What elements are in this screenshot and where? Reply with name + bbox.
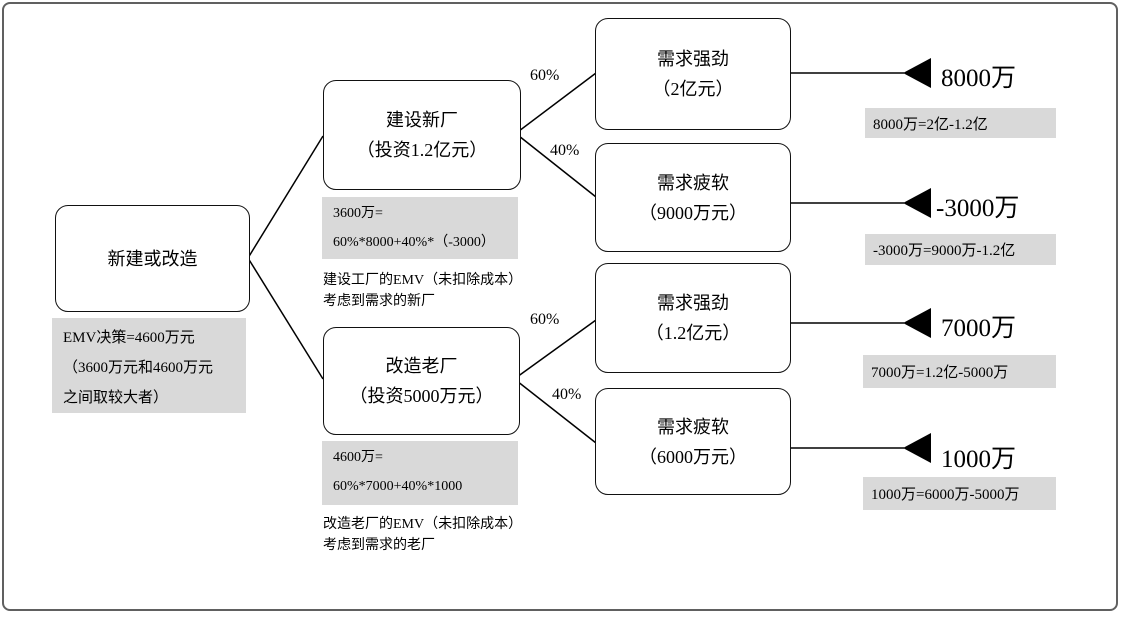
payoff-value: 1000万: [941, 446, 1017, 473]
build-caption-line: 考虑到需求的新厂: [323, 294, 435, 309]
payoff-value: 8000万: [941, 65, 1017, 92]
node-subtitle: （投资5000万元）: [349, 386, 494, 406]
node-root-decision: 新建或改造: [55, 205, 250, 312]
diagram-frame: [2, 2, 1118, 611]
probability-label: 40%: [550, 142, 580, 159]
build-emv-note-line: 60%*8000+40%*（-3000）: [333, 235, 495, 250]
build-emv-note: 3600万= 60%*8000+40%*（-3000）: [322, 197, 518, 259]
renovate-emv-note: 4600万= 60%*7000+40%*1000: [322, 441, 518, 505]
node-root-label: 新建或改造: [107, 248, 198, 269]
node-subtitle: （6000万元）: [639, 446, 747, 467]
node-renovate-old-plant: 改造老厂 （投资5000万元）: [323, 327, 520, 435]
payoff-formula-note: 1000万=6000万-5000万: [863, 477, 1056, 510]
node-subtitle: （9000万元）: [639, 202, 747, 223]
payoff-value: 7000万: [941, 315, 1017, 342]
renovate-emv-note-line: 60%*7000+40%*1000: [333, 479, 463, 494]
root-emv-note-line: 之间取较大者）: [63, 390, 169, 406]
node-title: 需求疲软: [657, 172, 729, 193]
root-emv-note-line: EMV决策=4600万元: [63, 330, 195, 346]
root-emv-note-line: （3600万元和4600万元: [63, 360, 214, 376]
node-outcome-weak-demand-1: 需求疲软 （9000万元）: [595, 143, 791, 252]
node-subtitle: （投资1.2亿元）: [356, 140, 488, 160]
renovate-caption-line: 改造老厂的EMV（未扣除成本）: [323, 517, 523, 532]
build-caption: 建设工厂的EMV（未扣除成本） 考虑到需求的新厂: [323, 270, 522, 312]
renovate-caption: 改造老厂的EMV（未扣除成本） 考虑到需求的老厂: [323, 514, 522, 556]
build-caption-line: 建设工厂的EMV（未扣除成本）: [323, 273, 523, 288]
payoff-formula-note: 8000万=2亿-1.2亿: [865, 108, 1056, 138]
renovate-caption-line: 考虑到需求的老厂: [323, 538, 435, 553]
probability-label: 40%: [552, 386, 582, 403]
payoff-value: -3000万: [936, 195, 1020, 222]
node-subtitle: （1.2亿元）: [645, 323, 741, 343]
probability-label: 60%: [530, 67, 560, 84]
root-emv-note: EMV决策=4600万元 （3600万元和4600万元 之间取较大者）: [52, 318, 246, 413]
node-build-new-plant: 建设新厂 （投资1.2亿元）: [323, 80, 521, 190]
payoff-formula-note: -3000万=9000万-1.2亿: [865, 234, 1056, 265]
node-outcome-weak-demand-2: 需求疲软 （6000万元）: [595, 388, 791, 495]
node-outcome-strong-demand-1: 需求强劲 （2亿元）: [595, 18, 791, 130]
probability-label: 60%: [530, 311, 560, 328]
node-title: 需求强劲: [657, 293, 729, 313]
node-title: 改造老厂: [385, 356, 458, 376]
node-outcome-strong-demand-2: 需求强劲 （1.2亿元）: [595, 263, 791, 373]
renovate-emv-note-line: 4600万=: [333, 450, 383, 465]
node-title: 需求疲软: [657, 416, 729, 437]
node-title: 建设新厂: [386, 110, 458, 130]
payoff-formula-note: 7000万=1.2亿-5000万: [863, 355, 1056, 388]
node-title: 需求强劲: [657, 49, 729, 69]
build-emv-note-line: 3600万=: [333, 206, 383, 221]
node-subtitle: （2亿元）: [652, 79, 734, 99]
